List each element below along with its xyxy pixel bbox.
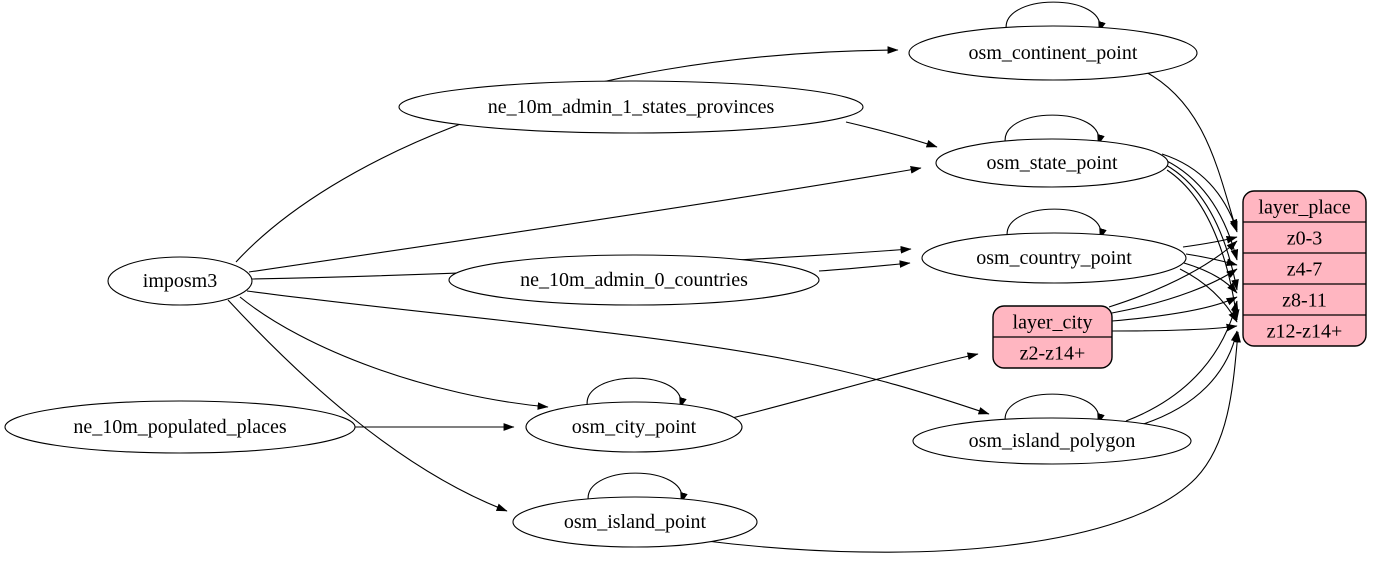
osm_island_point-label: osm_island_point	[564, 511, 707, 533]
node-ne_10m_admin_1_states_provinces: ne_10m_admin_1_states_provinces	[398, 80, 864, 134]
edges-layer	[227, 1, 1241, 553]
layer_place-row-1: z0-3	[1287, 228, 1323, 250]
layer_place-record	[1242, 190, 1367, 347]
ne_10m_populated_places-label: ne_10m_populated_places	[73, 416, 286, 438]
node-ne_10m_populated_places: ne_10m_populated_places	[4, 400, 356, 454]
edge-layer_city-to-layer_place:z0-3	[1108, 240, 1238, 308]
node-osm_state_point: osm_state_point	[935, 138, 1169, 188]
edge-imposm3-to-osm_city_point	[239, 296, 549, 410]
ne_10m_admin_0_countries-ellipse	[448, 254, 820, 306]
node-osm_city_point: osm_city_point	[525, 401, 743, 453]
node-osm_continent_point: osm_continent_point	[908, 25, 1198, 81]
edge-layer_city-to-layer_place:z12-z14+	[1111, 323, 1238, 332]
imposm3-label: imposm3	[143, 270, 217, 292]
edge-osm_country_point-to-layer_place:z0-3	[1182, 236, 1238, 248]
edge-osm_state_point-to-layer_place:z12-z14+	[1166, 169, 1240, 321]
osm_island_point-ellipse	[512, 496, 758, 548]
nodes-layer: imposm3 ne_10m_populated_places ne_10m_adm…	[4, 25, 1367, 548]
layer_place-row-3: z8-11	[1282, 290, 1327, 312]
edge-osm_country_point-to-layer_place:z4-7	[1185, 253, 1238, 266]
node-ne_10m_admin_0_countries: ne_10m_admin_0_countries	[448, 254, 820, 306]
osm_state_point-ellipse	[935, 138, 1169, 188]
self-loop-osm_city_point-to-osm_city_point	[586, 377, 687, 410]
node-osm_island_polygon: osm_island_polygon	[912, 417, 1192, 465]
self-loop-osm_country_point-to-osm_country_point	[1006, 208, 1107, 241]
ne_10m_populated_places-ellipse	[4, 400, 356, 454]
osm_city_point-label: osm_city_point	[572, 416, 697, 438]
edge-osm_continent_point-to-layer_place:z0-3	[1143, 70, 1238, 233]
self-loop-osm_state_point-to-osm_state_point	[1004, 114, 1105, 147]
osm_city_point-ellipse	[525, 401, 743, 453]
osm_continent_point-ellipse	[908, 25, 1198, 81]
edge-osm_island_polygon-to-layer_place:z8-11	[1125, 300, 1239, 422]
osm_state_point-label: osm_state_point	[986, 152, 1118, 174]
edge-osm_city_point-to-layer_city:z2-z14+	[723, 352, 979, 421]
edge-imposm3-to-osm_island_point	[227, 299, 508, 512]
self-loop-osm_continent_point-to-osm_continent_point	[1005, 1, 1106, 34]
edge-osm_island_polygon-to-layer_place:z12-z14+	[1133, 330, 1239, 428]
node-osm_country_point: osm_country_point	[921, 232, 1187, 284]
layer_place-row-0: layer_place	[1258, 197, 1350, 219]
edge-osm_country_point-to-layer_place:z12-z14+	[1179, 268, 1238, 323]
node-layer_city: layer_city z2-z14+	[992, 305, 1113, 369]
osm_country_point-ellipse	[921, 232, 1187, 284]
layer_city-row-0: layer_city	[1013, 312, 1093, 334]
edge-osm_island_point-to-layer_place:z12-z14+	[697, 331, 1241, 553]
edge-ne_10m_admin_0_countries-to-osm_country_point	[818, 260, 911, 272]
edge-osm_country_point-to-layer_place:z8-11	[1183, 262, 1238, 294]
node-osm_island_point: osm_island_point	[512, 496, 758, 548]
edge-imposm3-to-osm_state_point	[248, 165, 922, 273]
edge-ne_10m_admin_1_states_provinces-to-osm_state_point	[845, 121, 938, 148]
node-imposm3: imposm3	[107, 256, 253, 306]
osm_country_point-label: osm_country_point	[976, 247, 1132, 269]
layer_place-row-2: z4-7	[1287, 259, 1323, 281]
ne_10m_admin_0_countries-label: ne_10m_admin_0_countries	[520, 269, 748, 291]
edge-imposm3-to-osm_island_polygon	[246, 290, 990, 415]
edge-osm_state_point-to-layer_place:z0-3	[1161, 153, 1238, 231]
edge-layer_city-to-layer_place:z8-11	[1111, 296, 1238, 322]
ne_10m_admin_1_states_provinces-label: ne_10m_admin_1_states_provinces	[488, 96, 775, 118]
imposm3-ellipse	[107, 256, 253, 306]
node-layer_place: layer_place z0-3 z4-7 z8-11 z12-z14+	[1242, 190, 1367, 347]
ne_10m_admin_1_states_provinces-ellipse	[398, 80, 864, 134]
edge-layer_city-to-layer_place:z4-7	[1111, 268, 1238, 314]
layer_place-row-4: z12-z14+	[1267, 321, 1343, 343]
osm_continent_point-label: osm_continent_point	[969, 42, 1138, 64]
self-loop-osm_island_point-to-osm_island_point	[587, 472, 688, 505]
self-loop-osm_island_polygon-to-osm_island_polygon	[1004, 393, 1105, 426]
osm_island_polygon-label: osm_island_polygon	[969, 430, 1136, 452]
osm_island_polygon-ellipse	[912, 417, 1192, 465]
layer_city-row-1: z2-z14+	[1020, 343, 1086, 365]
